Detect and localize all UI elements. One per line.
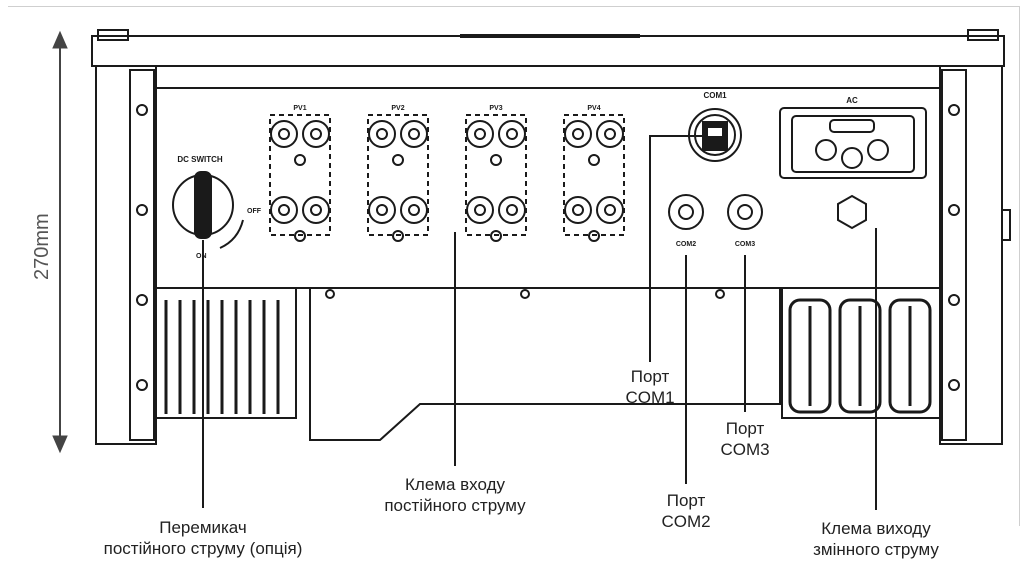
com2-port-label: COM2 (676, 241, 696, 248)
dc-switch-on-label: ON (196, 253, 207, 260)
dimension-arrow (52, 30, 68, 454)
com1-port: COM1 (688, 91, 742, 162)
callout-leaders (202, 135, 877, 510)
ac-output-terminal: AC (779, 96, 927, 230)
callout-dc-input-line-1: Клема входу (405, 475, 505, 494)
pv-connector (596, 196, 624, 224)
pv-screw (588, 230, 600, 242)
callout-com1-line-1: Порт (630, 367, 670, 386)
lower-housing (309, 288, 781, 441)
pv-screw (294, 154, 306, 166)
callout-dc-input-line-2: постійного струму (384, 496, 526, 515)
callout-com2-line-2: COM2 (661, 512, 711, 531)
pv-group-label: PV3 (489, 105, 502, 112)
pv-connector (564, 196, 592, 224)
pv-connector (302, 196, 330, 224)
pv-group-label: PV1 (293, 105, 306, 112)
pv-connector (498, 196, 526, 224)
pv-group-label: PV4 (587, 105, 600, 112)
pv-connector (368, 120, 396, 148)
callout-com3-line-2: COM3 (720, 440, 770, 459)
callout-com1: Порт COM1 (605, 366, 695, 408)
figure-frame-top (8, 6, 1020, 7)
pv-connector (564, 120, 592, 148)
callout-dc-switch: Перемикач постійного струму (опція) (40, 517, 366, 559)
pv-screw (294, 230, 306, 242)
pv-connector (400, 120, 428, 148)
pv-connector (302, 120, 330, 148)
callout-ac-output-line-1: Клема виходу (821, 519, 931, 538)
com1-port-label: COM1 (703, 91, 727, 100)
pv-group-1: PV1 (269, 105, 331, 242)
heat-sink-left (155, 287, 297, 419)
pv-connector (270, 120, 298, 148)
figure-frame-right (1019, 6, 1020, 526)
dc-switch-label: DC SWITCH (177, 155, 223, 164)
dc-switch-off-label: OFF (247, 208, 262, 215)
com3-port: COM3 (727, 194, 763, 248)
pv-screw (490, 154, 502, 166)
callout-com2-line-1: Порт (666, 491, 706, 510)
callout-dc-switch-line-1: Перемикач (159, 518, 247, 537)
pv-connector (270, 196, 298, 224)
pv-group-2: PV2 (367, 105, 429, 242)
connection-panel (155, 87, 941, 289)
right-bracket (939, 65, 1011, 445)
com2-port: COM2 (668, 194, 704, 248)
callout-dc-switch-line-2: постійного струму (опція) (103, 539, 303, 558)
pv-connector (498, 120, 526, 148)
pv-screw (588, 154, 600, 166)
dc-switch: DC SWITCH OFF ON (172, 155, 262, 260)
callout-ac-output-line-2: змінного струму (813, 540, 939, 559)
ac-terminal-label: AC (846, 96, 858, 105)
heat-sink-right (781, 287, 941, 419)
pv-input-groups: PV1 PV2 PV3 PV4 (269, 105, 625, 242)
pv-connector (466, 120, 494, 148)
callout-com1-line-2: COM1 (625, 388, 675, 407)
pv-screw (490, 230, 502, 242)
height-dimension-label: 270mm (31, 213, 53, 280)
callout-ac-output: Клема виходу змінного струму (790, 518, 962, 560)
pv-connector (400, 196, 428, 224)
pv-group-3: PV3 (465, 105, 527, 242)
pv-group-label: PV2 (391, 105, 404, 112)
inverter-lid (91, 29, 1005, 67)
callout-com2: Порт COM2 (641, 490, 731, 532)
callout-dc-input: Клема входу постійного струму (340, 474, 570, 516)
callout-com3: Порт COM3 (700, 418, 790, 460)
pv-screw (392, 154, 404, 166)
pv-screw (392, 230, 404, 242)
pv-group-4: PV4 (563, 105, 625, 242)
left-bracket (95, 65, 157, 445)
com3-port-label: COM3 (735, 241, 755, 248)
pv-connector (596, 120, 624, 148)
pv-connector (368, 196, 396, 224)
pv-connector (466, 196, 494, 224)
callout-com3-line-1: Порт (725, 419, 765, 438)
